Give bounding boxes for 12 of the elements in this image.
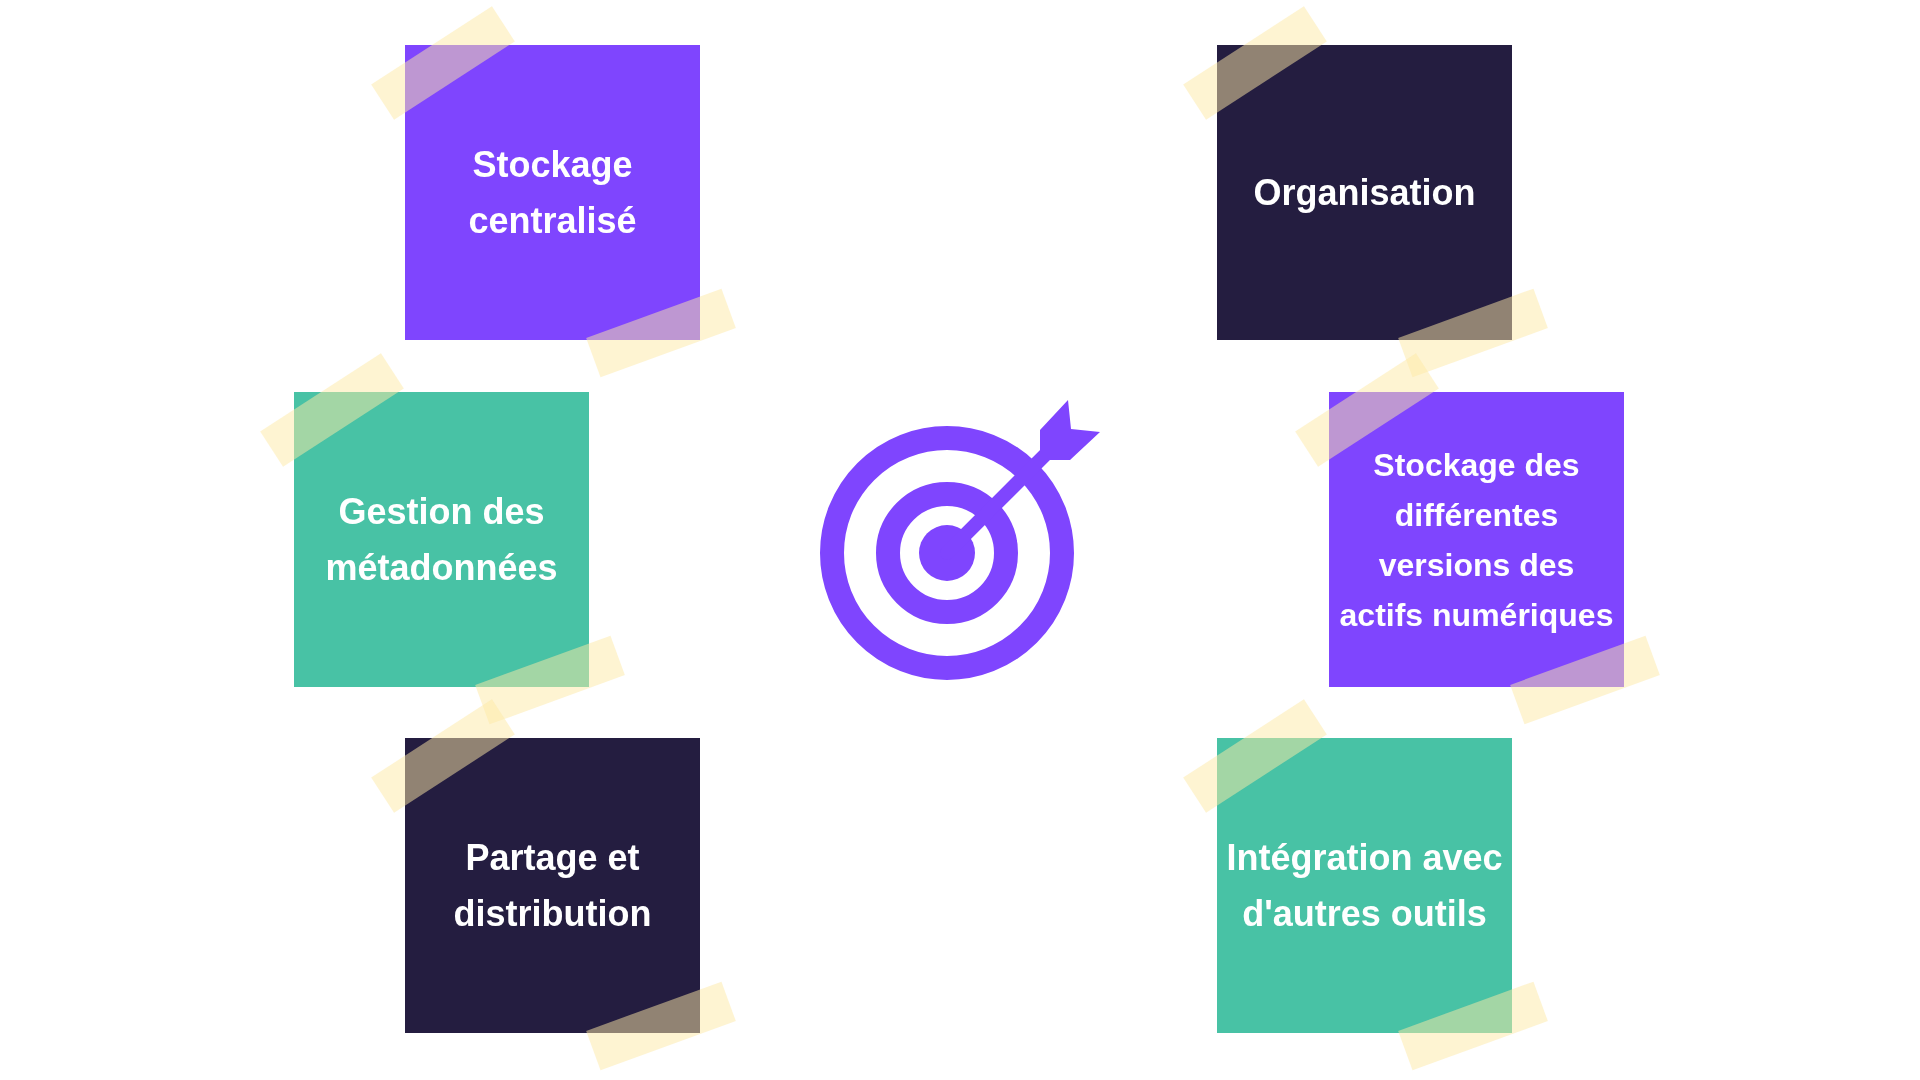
note-text: Organisation (1253, 170, 1476, 215)
note-text: Stockage centralisé (467, 142, 638, 243)
note-text: Partage et distribution (452, 835, 653, 936)
sticky-note (1329, 392, 1624, 687)
sticky-note (405, 738, 700, 1033)
note-text: Gestion des métadonnées (324, 489, 559, 590)
sticky-note (1217, 738, 1512, 1033)
sticky-note (405, 45, 700, 340)
sticky-note (1217, 45, 1512, 340)
note-text: Stockage des différentes versions des actifs numériques (1338, 445, 1615, 635)
sticky-note (294, 392, 589, 687)
note-text: Intégration avec d'autres outils (1225, 835, 1504, 936)
